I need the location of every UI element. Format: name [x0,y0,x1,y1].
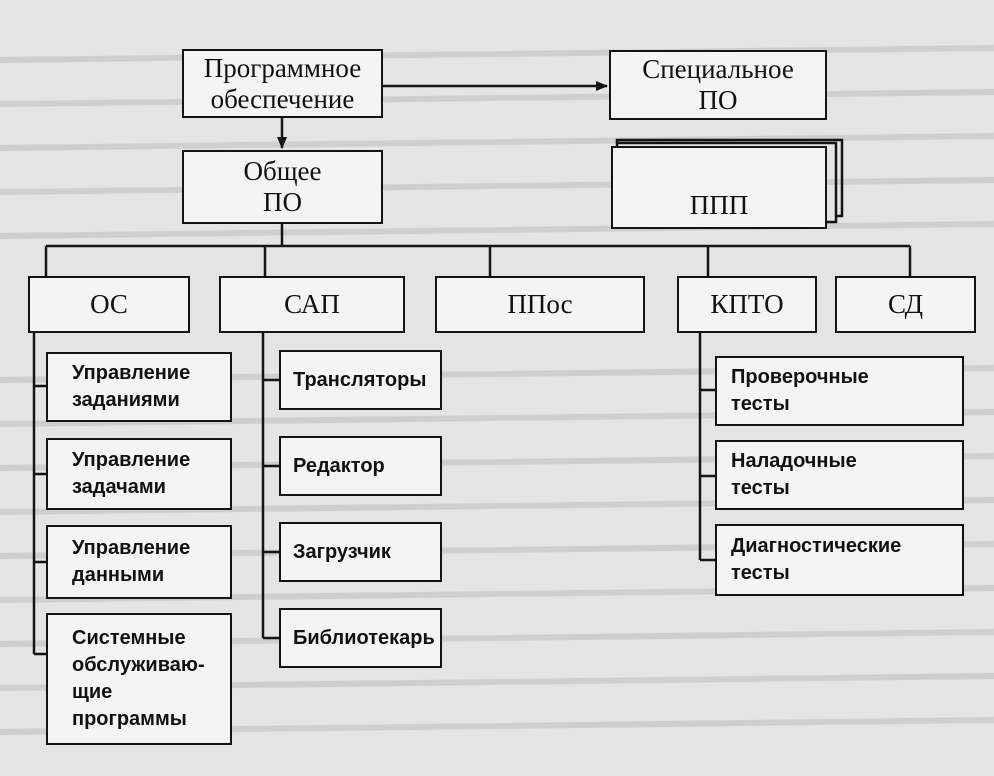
os-item-task-management: Управление задачами [46,438,232,510]
ppp-box: ППП [611,146,827,229]
general-line-2: ПО [263,187,302,217]
kpto-item-setup-tests: Наладочные тесты [715,440,964,510]
sap-item-editor: Редактор [279,436,442,496]
ppos-label: ППос [507,289,573,319]
kpto-item-diagnostic-tests: Диагностические тесты [715,524,964,596]
sap-label: САП [284,289,340,319]
os-item-data-management: Управление данными [46,525,232,599]
os-item-job-management: Управление заданиями [46,352,232,422]
general-line-1: Общее [243,156,322,186]
sd-box: СД [835,276,976,333]
sap-item-loader: Загрузчик [279,522,442,582]
general-software-box: Общее ПО [182,150,383,224]
software-line-2: обеспечение [210,83,355,114]
ppp-label: ППП [689,190,749,220]
software-line-1: Программное [203,52,362,83]
special-line-1: Специальное [642,54,794,84]
sap-item-translators: Трансляторы [279,350,442,410]
sap-item-librarian: Библиотекарь [279,608,442,668]
ppos-box: ППос [435,276,645,333]
os-box: ОС [28,276,190,333]
software-box: Программное обеспечение [182,49,383,118]
kpto-box: КПТО [677,276,817,333]
os-item-service-programs: Системные обслуживаю- щие программы [46,613,232,745]
special-software-box: Специальное ПО [609,50,827,120]
sap-box: САП [219,276,405,333]
sd-label: СД [887,289,924,319]
os-label: ОС [90,289,128,319]
kpto-label: КПТО [710,289,784,319]
special-line-2: ПО [698,85,738,115]
kpto-item-verification-tests: Проверочные тесты [715,356,964,426]
